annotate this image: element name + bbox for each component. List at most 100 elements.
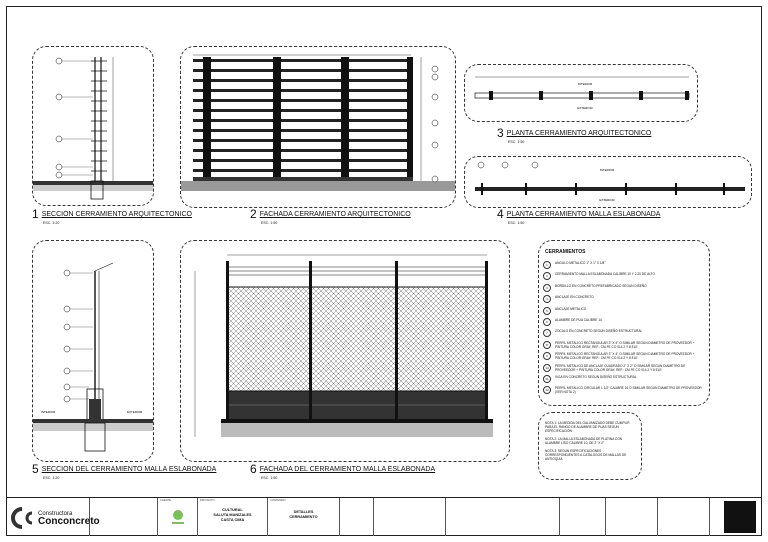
legend-item: 10 PERFIL METALICO DE ANCLAJE CUADRADO 2"… [543,363,705,375]
project-cell: PROYECTO CULTURAL SALUTA MANIZALES CASTA… [198,498,268,536]
view-number: 3 [497,126,504,140]
project-line-2: SALUTA MANIZALES [213,513,252,517]
section-interior-label: INTERIOR [41,410,56,414]
company-logo-cell: Constructora Conconcreto [6,498,100,536]
sheet-content-cell: CONTENIDO DETALLES CERRAMIENTO [268,498,340,536]
legend-item: 6 ALAMBRE DE PUA CALIBRE 14 [543,317,705,329]
view-scale: ESC. 1:50 [508,221,525,225]
view-scale: ESC. 1:50 [261,476,278,480]
sheet-line-2: CERRAMIENTO [289,515,318,519]
legend-item-text: ANCLAJE METALICO [555,306,587,311]
view-number: 4 [497,207,504,221]
legend-item-text: ZOCALO EN CONCRETO SEGUN DISEÑO ESTRUCTU… [555,329,643,334]
view-number: 5 [32,462,39,476]
legend-item-number: 8 [543,340,551,349]
legend-item-text: VIGA EN CONCRETO SEGUN DISEÑO ESTRUCTURA… [555,374,637,379]
legend-item-text: CERRAMIENTO MALLA ESLABONADA CALIBRE 10 … [555,272,655,277]
note-1: NOTA 1: LA MEDIDA DEL GALVANIZADO DEBE C… [545,421,630,433]
plan-exterior-label: EXTERIOR [577,106,593,110]
view-number: 1 [32,207,39,221]
company-name: Constructora Conconcreto [38,511,100,527]
legend-item-text: PERFIL METALICO CIRCULAR 1 1/2" CALIBRE … [555,386,702,395]
legend-item-text: BORDILLO EN CONCRETO PREFABRICADO SEGUN … [555,283,647,288]
title-block: Constructora Conconcreto CLIENTE PROYECT… [6,497,762,536]
tb-cell-a [340,498,374,536]
tb-cell-c [446,498,560,536]
facade-chainlink-drawing [194,254,493,437]
legend-item-text: ALAMBRE DE PUA CALIBRE 14 [555,317,602,322]
facade-architectural-drawing [181,54,455,191]
view-scale: ESC. 1:50 [261,221,278,225]
client-label: CLIENTE [160,499,171,502]
legend-item-number: 7 [543,329,551,338]
view-scale: ESC. 1:50 [508,140,525,144]
view-number: 2 [250,207,257,221]
tb-cell-g [710,498,762,536]
legend-item: 3 BORDILLO EN CONCRETO PREFABRICADO SEGUN… [543,283,705,295]
conconcreto-logo-icon [11,507,33,529]
legend-item-text: PERFIL METALICO RECTANGULAR 3" X 4" O SI… [555,352,695,361]
project-line-3: CASTA CIMA [220,518,245,522]
legend-item: 1 ANGULO METALICO 1" X 1" X 1/8" [543,261,705,272]
legend-item: 8 PERFIL METALICO RECTANGULAR 3" X 4" O S… [543,340,705,352]
legend-item-number: 1 [543,261,551,269]
note-3: NOTA 3: SEGUN ESPECIFICACIONES CORRESPON… [545,449,627,461]
tb-cell-d [560,498,606,536]
view-scale: ESC. 1:20 [43,221,60,225]
legend-list: 1 ANGULO METALICO 1" X 1" X 1/8" 2 CERRAMIE… [543,261,705,398]
client-leaf-logo-icon [172,510,184,524]
sheet-content-label: CONTENIDO [270,499,286,502]
legend-item-text: PERFIL METALICO RECTANGULAR 3" X 4" O SI… [555,340,695,349]
tb-cell-b [374,498,446,536]
legend-item: 2 CERRAMIENTO MALLA ESLABONADA CALIBRE 10… [543,272,705,283]
legend-item-text: ANGULO METALICO 1" X 1" X 1/8" [555,261,606,265]
company-line-1: Constructora [38,511,73,517]
view-number: 6 [250,462,257,476]
legend-title: CERRAMIENTOS [545,249,586,255]
notes-panel: NOTA 1: LA MEDIDA DEL GALVANIZADO DEBE C… [538,412,642,480]
panel-plan-architectural: INTERIOR EXTERIOR [464,64,698,122]
panel-section-chainlink: INTERIOR EXTERIOR [32,240,154,462]
client-logo-cell: CLIENTE [158,498,198,536]
legend-item: 5 ANCLAJE METALICO [543,306,705,318]
legend-item: 7 ZOCALO EN CONCRETO SEGUN DISEÑO ESTRUCT… [543,329,705,340]
legend-item-number: 12 [543,386,551,395]
section-exterior-label: EXTERIOR [127,410,143,414]
view-title: SECCION CERRAMIENTO ARQUITECTONICO [41,211,192,218]
view-title: PLANTA CERRAMIENTO ARQUITECTONICO [506,130,652,137]
legend-item: 12 PERFIL METALICO CIRCULAR 1 1/2" CALIBR… [543,386,705,397]
legend-item-number: 2 [543,272,551,281]
project-label: PROYECTO [200,499,215,502]
project-line-1: CULTURAL [222,508,243,512]
sheet-line-1: DETALLES [293,510,314,514]
legend-item-number: 10 [543,363,551,372]
view-title: FACHADA DEL CERRAMIENTO MALLA ESLABONADA [259,466,436,473]
plan-architectural-drawing: INTERIOR EXTERIOR [474,76,690,110]
panel-plan-chainlink: INTERIOR EXTERIOR [464,156,752,208]
legend-panel: CERRAMIENTOS 1 ANGULO METALICO 1" X 1" X … [538,240,710,406]
legend-item-text: PERFIL METALICO DE ANCLAJE CUADRADO 2" X… [555,363,686,372]
company-line-2: Conconcreto [38,516,100,527]
view-scale: ESC. 1:20 [43,476,60,480]
plan-interior-label: INTERIOR [600,168,615,172]
view-title: FACHADA CERRAMIENTO ARQUITECTONICO [259,211,411,218]
view-title: PLANTA CERRAMIENTO MALLA ESLABONADA [506,211,661,218]
legend-item-number: 6 [543,317,551,326]
legend-item-number: 3 [543,283,551,292]
plan-exterior-label: EXTERIOR [599,198,615,202]
legend-item-number: 9 [543,352,551,361]
legend-item-number: 5 [543,306,551,315]
plan-interior-label: INTERIOR [578,82,593,86]
panel-facade-chainlink [180,240,510,462]
tb-cell-e [606,498,658,536]
section-chainlink-drawing: INTERIOR EXTERIOR [33,262,153,452]
legend-item: 9 PERFIL METALICO RECTANGULAR 3" X 4" O S… [543,352,705,363]
